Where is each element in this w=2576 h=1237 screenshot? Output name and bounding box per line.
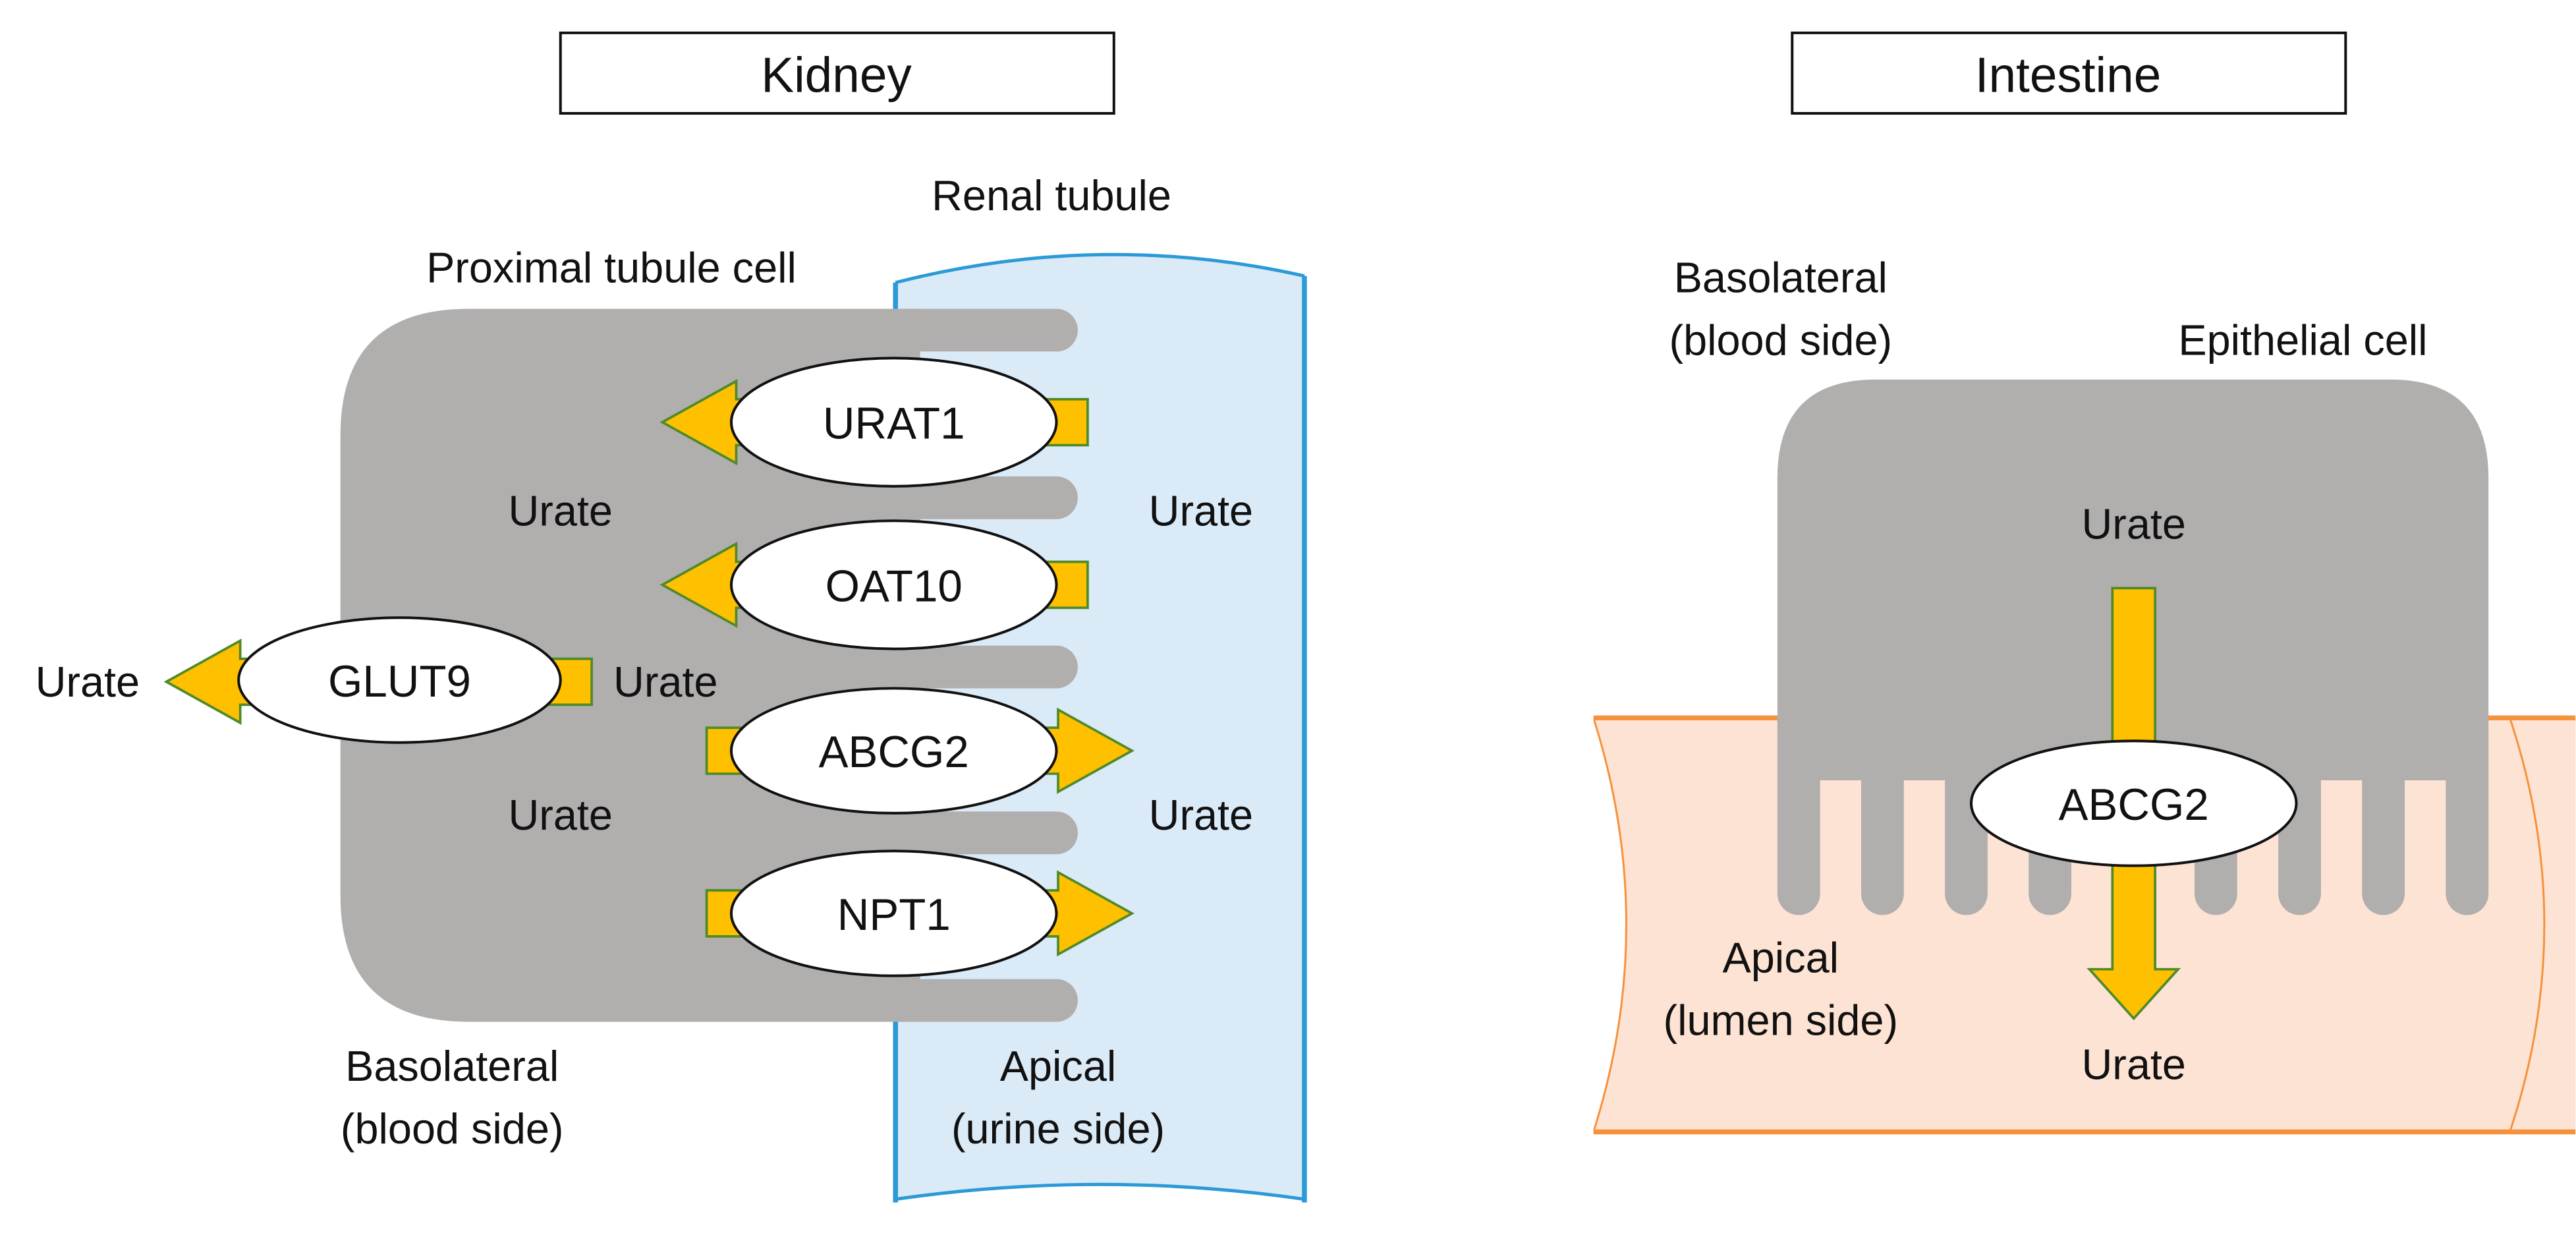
transporter-ellipse <box>729 519 1058 650</box>
intestine-panel: Intestine ABCG2 Basolateral <box>1593 31 2576 1135</box>
kidney-basolateral-sublabel: (blood side) <box>341 1105 564 1153</box>
renal-tubule-label: Renal tubule <box>932 171 1171 219</box>
urate-label-cell-upper: Urate <box>509 487 613 535</box>
transporter-oat10: OAT10 <box>729 519 1058 650</box>
transporter-label: ABCG2 <box>819 728 969 777</box>
microvillus <box>887 979 1078 1022</box>
transporter-label: OAT10 <box>826 561 963 611</box>
urate-label-glut9-inner: Urate <box>613 658 717 706</box>
intestine-basolateral-label: Basolateral <box>1674 254 1888 302</box>
kidney-apical-sublabel: (urine side) <box>951 1105 1165 1153</box>
transporter-urat1: URAT1 <box>729 357 1058 488</box>
microvillus <box>887 476 1078 519</box>
epithelial-cell <box>1777 379 2489 915</box>
intestine-title-box <box>1791 31 2347 115</box>
microvillus <box>2446 759 2489 915</box>
intestine-apical-label: Apical <box>1723 934 1839 982</box>
transporter-label: GLUT9 <box>328 657 471 706</box>
microvillus <box>887 811 1078 855</box>
proximal-tubule-cell <box>340 308 1078 1022</box>
microvillus <box>1777 759 1820 915</box>
urate-label-intestine-bottom: Urate <box>2082 1041 2186 1089</box>
transporter-label: ABCG2 <box>2059 780 2209 830</box>
kidney-apical-label: Apical <box>1000 1042 1116 1090</box>
microvillus <box>887 308 1078 352</box>
intestinal-lumen-left-curve <box>1593 717 1627 1132</box>
proximal-tubule-cell-body <box>340 308 920 1022</box>
kidney-title-box <box>559 31 1115 115</box>
epithelial-cell-body <box>1777 379 2489 781</box>
renal-tubule-bottom-edge <box>895 1182 1305 1201</box>
intestine-title: Intestine <box>1975 47 2162 103</box>
microvillus <box>887 645 1078 689</box>
microvillus <box>2362 759 2405 915</box>
transporter-ellipse <box>237 616 562 744</box>
renal-tubule-top-edge <box>895 252 1305 285</box>
urate-label-cell-lower: Urate <box>509 791 613 839</box>
microvillus <box>1861 759 1904 915</box>
epithelial-cell-label: Epithelial cell <box>2178 316 2427 364</box>
intestinal-lumen-right-curve <box>2509 717 2546 1132</box>
transporter-label: URAT1 <box>823 399 965 449</box>
transporter-ellipse <box>729 687 1058 815</box>
urate-label-intestine-top: Urate <box>2082 500 2186 548</box>
urate-label-lumen-lower: Urate <box>1149 791 1253 839</box>
transporter-ellipse <box>729 357 1058 488</box>
transporter-label: NPT1 <box>837 890 951 940</box>
proximal-tubule-cell-label: Proximal tubule cell <box>426 244 797 292</box>
intestine-basolateral-sublabel: (blood side) <box>1669 316 1893 364</box>
kidney-basolateral-label: Basolateral <box>345 1042 559 1090</box>
transporter-glut9: GLUT9 <box>237 616 562 744</box>
kidney-panel: Kidney Renal tubule Proximal tubule cell <box>36 31 1307 1203</box>
kidney-title: Kidney <box>761 47 912 103</box>
urate-label-blood: Urate <box>36 658 140 706</box>
intestine-apical-sublabel: (lumen side) <box>1664 996 1899 1044</box>
transporter-npt1: NPT1 <box>729 849 1058 977</box>
urate-label-lumen-upper: Urate <box>1149 487 1253 535</box>
transporter-ellipse <box>1969 739 2298 867</box>
transporter-abcg2-intestine: ABCG2 <box>1969 739 2298 867</box>
transporter-abcg2-kidney: ABCG2 <box>729 687 1058 815</box>
transporter-ellipse <box>729 849 1058 977</box>
intestinal-lumen-body <box>1593 718 2576 1132</box>
